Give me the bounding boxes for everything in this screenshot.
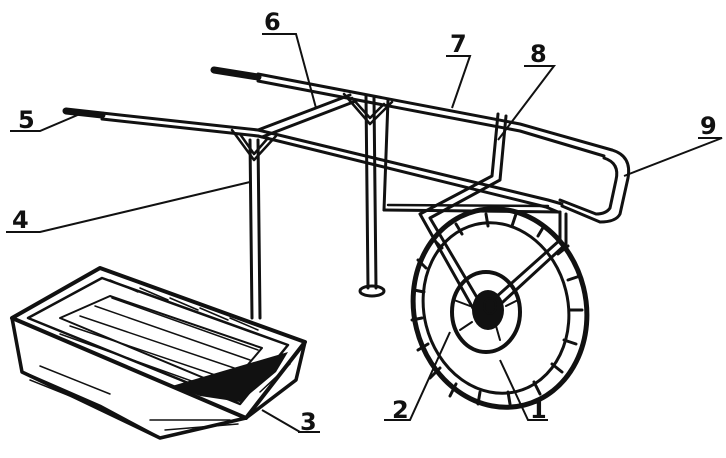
leader-1 <box>499 359 548 421</box>
frame <box>62 66 631 320</box>
tub <box>10 266 307 440</box>
leader-3 <box>261 409 320 433</box>
leader-2 <box>384 331 451 421</box>
leader-9 <box>623 137 723 177</box>
callout-labels: 1 2 3 4 5 6 7 8 9 <box>12 8 717 436</box>
label-3: 3 <box>300 408 317 436</box>
label-5: 5 <box>18 106 35 134</box>
leader-6 <box>262 33 317 109</box>
wheel <box>410 206 590 410</box>
leader-5 <box>10 113 81 132</box>
label-9: 9 <box>700 112 717 140</box>
label-6: 6 <box>264 8 281 36</box>
label-7: 7 <box>450 30 467 58</box>
label-1: 1 <box>530 396 547 424</box>
label-4: 4 <box>12 206 29 234</box>
label-2: 2 <box>392 396 409 424</box>
leader-lines <box>6 33 723 433</box>
leader-4 <box>6 181 251 233</box>
leader-7 <box>446 55 472 109</box>
leader-8 <box>497 65 557 141</box>
label-8: 8 <box>530 40 547 68</box>
